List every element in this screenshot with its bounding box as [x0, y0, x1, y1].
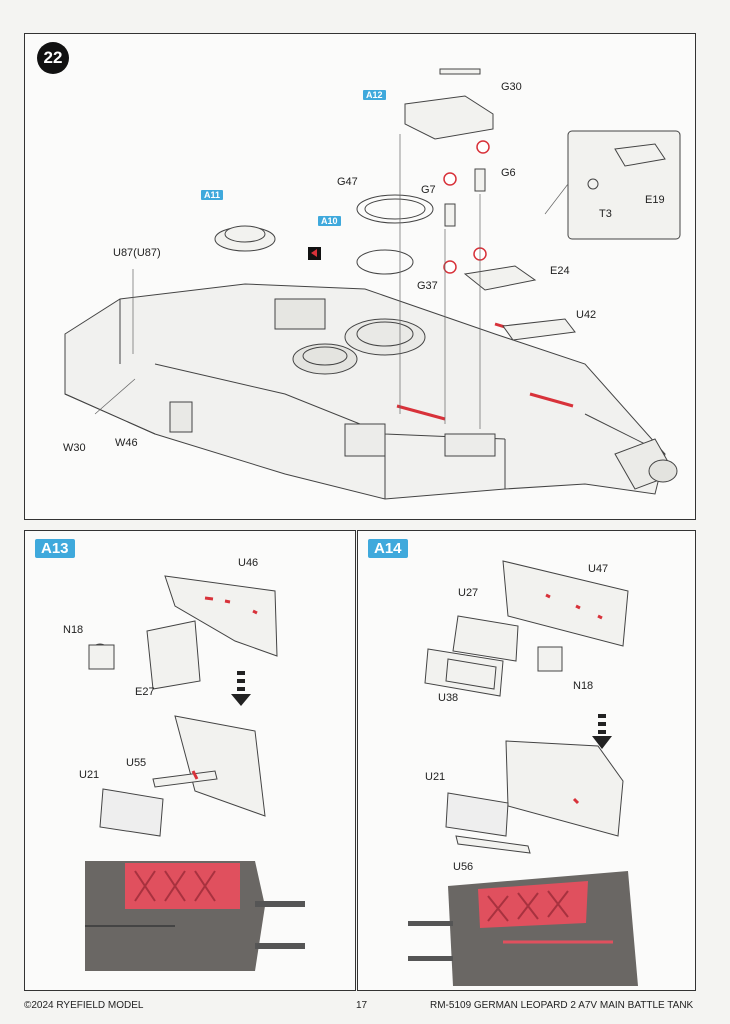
footer-copyright: ©2024 RYEFIELD MODEL: [24, 1000, 144, 1011]
part-label-u38: U38: [438, 692, 459, 704]
part-label-u46: U46: [238, 557, 259, 569]
step-number-badge: 22: [37, 42, 69, 74]
part-label-u42: U42: [576, 309, 597, 321]
subassembly-a14-panel: A14: [357, 530, 696, 991]
part-label-g47: G47: [337, 176, 358, 188]
step-22-panel: 22: [24, 33, 696, 520]
subassembly-tag-a12: A12: [363, 90, 386, 100]
part-label-n18: N18: [63, 624, 84, 636]
part-label-u55: U55: [126, 757, 147, 769]
subassembly-tag-a11: A11: [201, 190, 224, 200]
part-label-u27: U27: [458, 587, 479, 599]
footer-page-number: 17: [356, 1000, 368, 1011]
subassembly-badge-a13: A13: [35, 539, 75, 558]
part-label-u21: U21: [79, 769, 100, 781]
part-label-e24: E24: [550, 265, 570, 277]
footer-product-title: RM-5109 GERMAN LEOPARD 2 A7V MAIN BATTLE…: [430, 1000, 694, 1011]
part-label-g37: G37: [417, 280, 438, 292]
part-label-t3: T3: [599, 208, 612, 220]
part-label-e19: E19: [645, 194, 665, 206]
part-label-g7: G7: [421, 184, 436, 196]
part-label-e27: E27: [135, 686, 155, 698]
subassembly-tag-a10: A10: [318, 216, 341, 226]
part-label-u56: U56: [453, 861, 474, 873]
a13-assembly-drawing: [85, 575, 305, 971]
part-label-g30: G30: [501, 81, 522, 93]
subassembly-badge-a14: A14: [368, 539, 408, 558]
part-label-u21: U21: [425, 771, 446, 783]
part-label-n18: N18: [573, 680, 594, 692]
hull-assembly-drawing: [64, 68, 681, 500]
subassembly-a13-panel: A13: [24, 530, 356, 991]
part-label-g6: G6: [501, 167, 516, 179]
part-label-u47: U47: [588, 563, 609, 575]
part-label-u87: U87(U87): [113, 247, 161, 259]
part-label-w46: W46: [115, 437, 138, 449]
part-label-w30: W30: [63, 442, 86, 454]
a14-assembly-drawing: [408, 560, 638, 986]
